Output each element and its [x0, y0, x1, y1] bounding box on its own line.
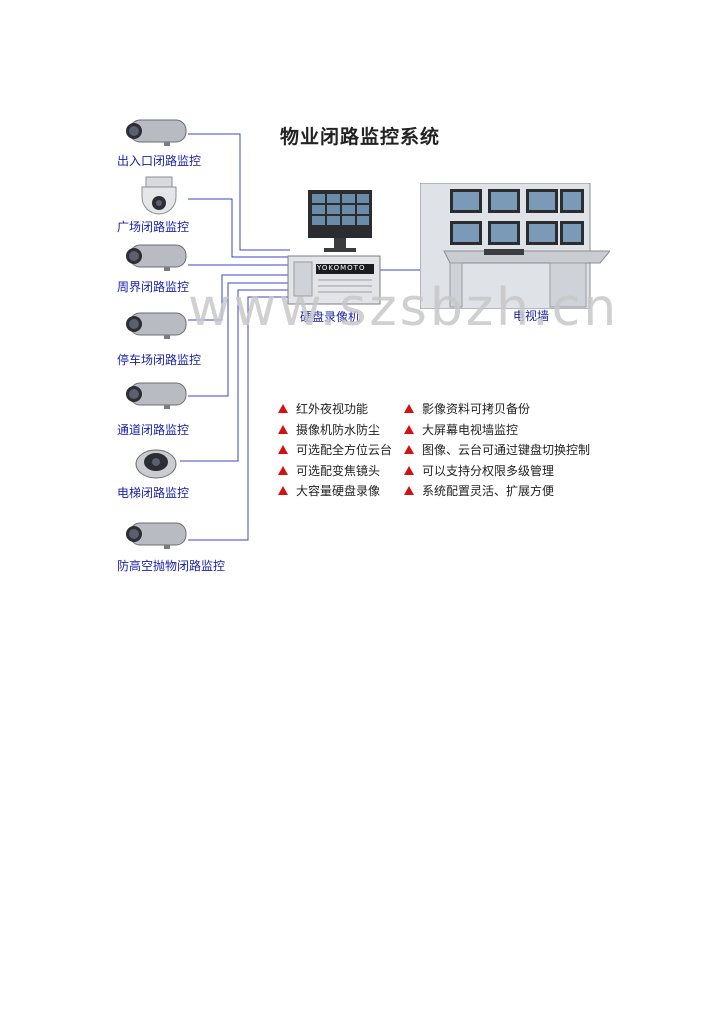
triangle-bullet-icon	[278, 486, 288, 495]
feature-item: 大屏幕电视墙监控	[404, 421, 518, 438]
speed-dome-camera-icon	[141, 176, 177, 215]
triangle-bullet-icon	[404, 445, 414, 454]
triangle-bullet-icon	[404, 466, 414, 475]
feature-item: 系统配置灵活、扩展方便	[404, 482, 554, 499]
camera-label-entrance: 出入口闭路监控	[117, 154, 202, 168]
camera-label-perimeter: 周界闭路监控	[117, 280, 190, 294]
feature-item: 可选配全方位云台	[278, 441, 392, 458]
tv-wall-console-icon	[420, 183, 610, 309]
triangle-bullet-icon	[404, 425, 414, 434]
wire-channel	[188, 282, 290, 397]
camera-label-channel: 通道闭路监控	[117, 423, 190, 437]
triangle-bullet-icon	[278, 404, 288, 413]
dvr-label: 硬盘录像机	[300, 310, 361, 324]
triangle-bullet-icon	[278, 445, 288, 454]
feature-item: 红外夜视功能	[278, 400, 368, 417]
wire-plaza	[188, 198, 290, 258]
wire-parking	[188, 274, 290, 321]
wire-anti-throw	[188, 296, 290, 541]
camera-label-parking: 停车场闭路监控	[117, 353, 202, 367]
watermark: www.szsbzh.cn	[188, 278, 620, 338]
bullet-camera-icon	[126, 312, 187, 339]
dvr-monitor-icon	[287, 190, 381, 305]
bullet-camera-icon	[126, 522, 187, 549]
dome-camera-icon	[135, 449, 177, 479]
tv-wall-label: 电视墙	[513, 309, 550, 323]
bullet-camera-icon	[126, 119, 187, 146]
feature-item: 影像资料可拷贝备份	[404, 400, 530, 417]
triangle-bullet-icon	[404, 486, 414, 495]
wire-entrance	[188, 133, 290, 251]
feature-item: 摄像机防水防尘	[278, 421, 380, 438]
page-title: 物业闭路监控系统	[280, 126, 441, 148]
triangle-bullet-icon	[278, 425, 288, 434]
feature-item: 可选配变焦镜头	[278, 462, 380, 479]
feature-item: 图像、云台可通过键盘切换控制	[404, 441, 590, 458]
triangle-bullet-icon	[404, 404, 414, 413]
bullet-camera-icon	[126, 382, 187, 409]
dvr-brand: YOKOMOTO	[317, 264, 366, 272]
bullet-camera-icon	[126, 244, 187, 271]
camera-label-elevator: 电梯闭路监控	[117, 486, 190, 500]
feature-item: 可以支持分权限多级管理	[404, 462, 554, 479]
triangle-bullet-icon	[278, 466, 288, 475]
wire-elevator	[180, 289, 290, 462]
camera-label-plaza: 广场闭路监控	[117, 220, 190, 234]
camera-label-anti-throw: 防高空抛物闭路监控	[117, 559, 226, 573]
feature-item: 大容量硬盘录像	[278, 482, 380, 499]
